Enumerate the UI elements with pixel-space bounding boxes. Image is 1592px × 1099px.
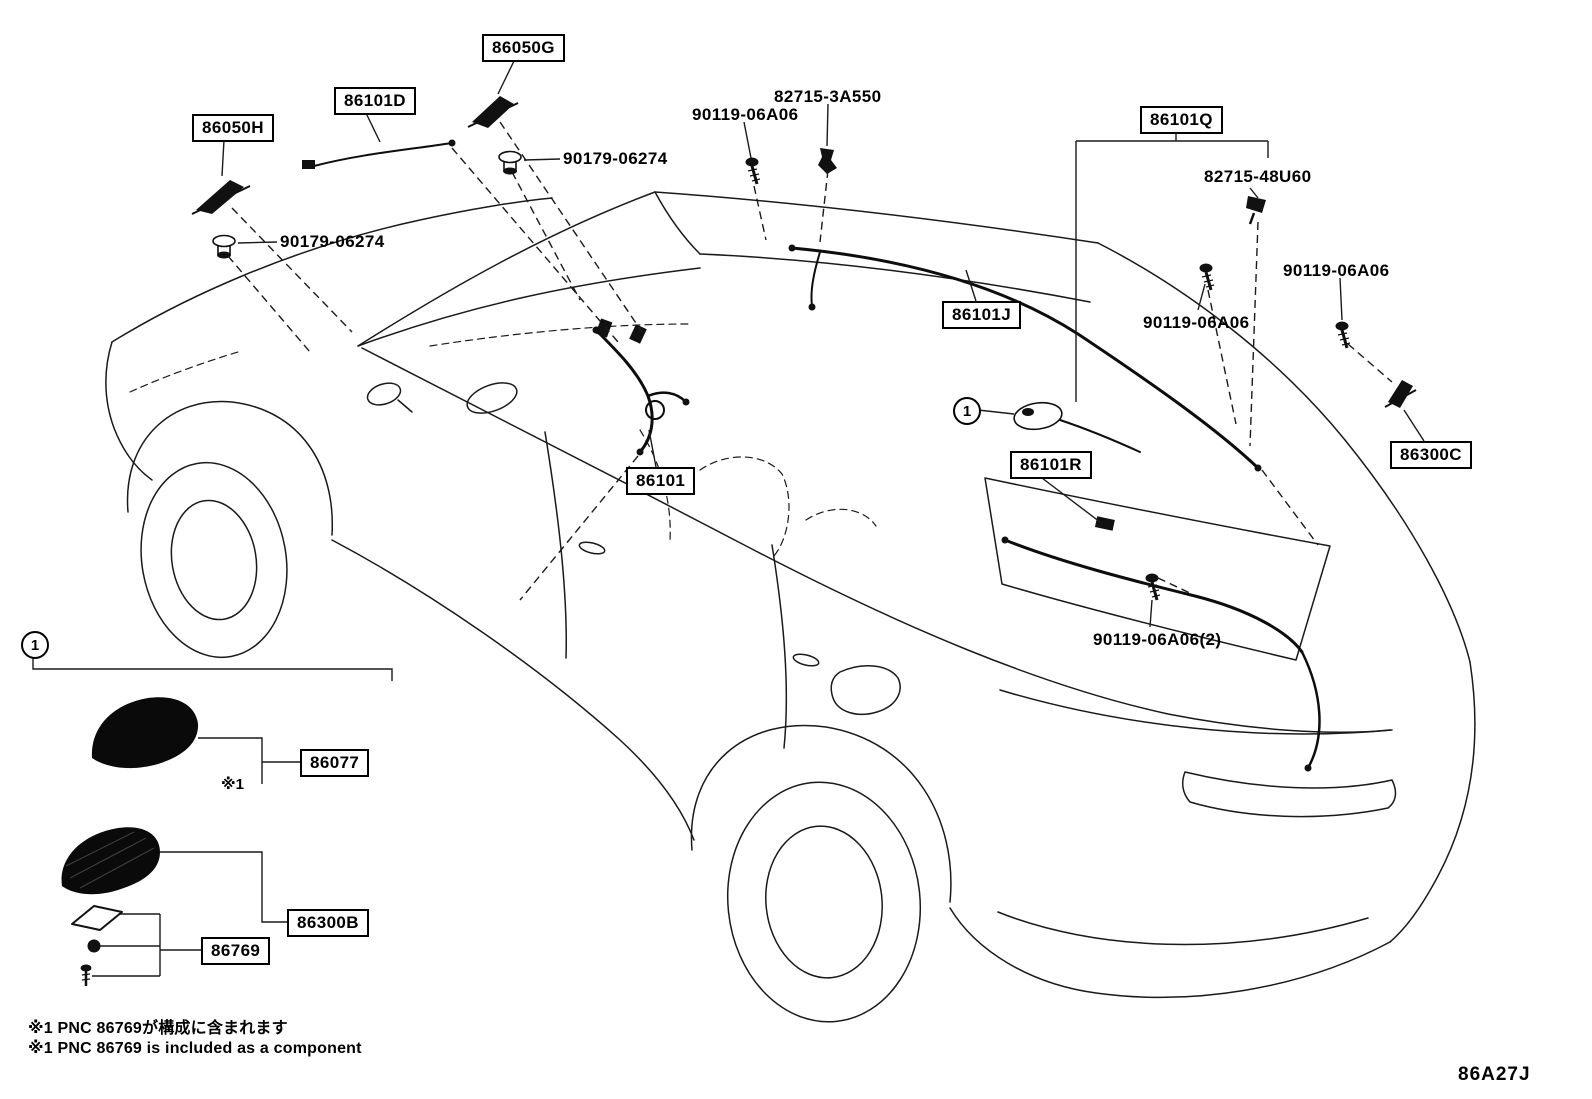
part-label-86050h[interactable]: 86050H [192,114,274,142]
antenna-part-86050g-icon [467,96,519,128]
antenna-cover-86300b-icon [61,827,160,895]
part-label-86101q[interactable]: 86101Q [1140,106,1223,134]
cabin-harness-86101 [594,328,654,454]
nut-86769-icon [87,939,101,953]
antenna-cover-86077-icon [91,697,199,769]
part-label-86769[interactable]: 86769 [201,937,271,965]
steering-wheel [466,382,518,414]
part-label-82715-3a550[interactable]: 82715-3A550 [774,87,882,106]
bolt-icon [1199,263,1215,291]
grommet-icon [498,150,522,175]
antenna-base-icon [1013,401,1063,431]
part-label-90119-06a06-right[interactable]: 90119-06A06 [1283,261,1390,280]
fin-antenna-86050h-icon [191,180,251,215]
part-label-90119-06a06-rear[interactable]: 90119-06A06(2) [1093,630,1222,649]
grommet-icon [212,234,236,259]
clip-82715-3a550-icon [818,148,837,174]
bolt-icon [1145,573,1161,601]
part-label-86050g[interactable]: 86050G [482,34,565,62]
part-label-86300c[interactable]: 86300C [1390,441,1472,469]
roof-harness-86101q [790,246,1260,470]
side-mirror [366,382,413,413]
part-label-90179-06274-left[interactable]: 90179-06274 [280,232,385,251]
part-label-90119-06a06-mid[interactable]: 90119-06A06 [1143,313,1250,332]
part-label-90179-06274-top[interactable]: 90179-06274 [563,149,668,168]
antenna-part-86300c-icon [1384,380,1417,408]
callout-1-marker: 1 [953,397,981,425]
drawing-code: 86A27J [1458,1064,1531,1085]
bolt-icon [745,157,761,185]
inset-parts [61,697,199,986]
part-label-86101[interactable]: 86101 [626,467,696,495]
part-label-86101d[interactable]: 86101D [334,87,416,115]
rear-gate-harness-86101r [1003,538,1304,654]
clip-82715-48u60-icon [1246,196,1266,225]
screw-86769-icon [80,964,92,986]
part-label-86300b[interactable]: 86300B [287,909,369,937]
footnote-english: ※1 PNC 86769 is included as a component [28,1040,362,1057]
front-wheel [140,461,288,659]
callout-1-inset-marker: 1 [21,631,49,659]
part-label-86101r[interactable]: 86101R [1010,451,1092,479]
part-label-86077[interactable]: 86077 [300,749,370,777]
part-glyphs [191,96,1417,601]
bolt-icon [1335,321,1351,349]
dashed-leader-lines [227,121,1393,601]
harness-connectors [302,139,1312,772]
part-label-90119-06a06-top[interactable]: 90119-06A06 [692,105,799,124]
gasket-86769-icon [71,905,123,931]
vehicle-line-art [105,191,1476,1023]
rear-wheel [726,781,922,1023]
part-label-82715-48u60[interactable]: 82715-48U60 [1204,167,1312,186]
note-ref-1: ※1 [221,776,244,793]
part-label-86101j[interactable]: 86101J [942,301,1022,329]
wiring-harnesses [313,142,1321,770]
antenna-cable-86101d [313,142,453,167]
footnote-japanese: ※1 PNC 86769が構成に含まれます [28,1020,288,1037]
leader-lines [32,60,1425,977]
